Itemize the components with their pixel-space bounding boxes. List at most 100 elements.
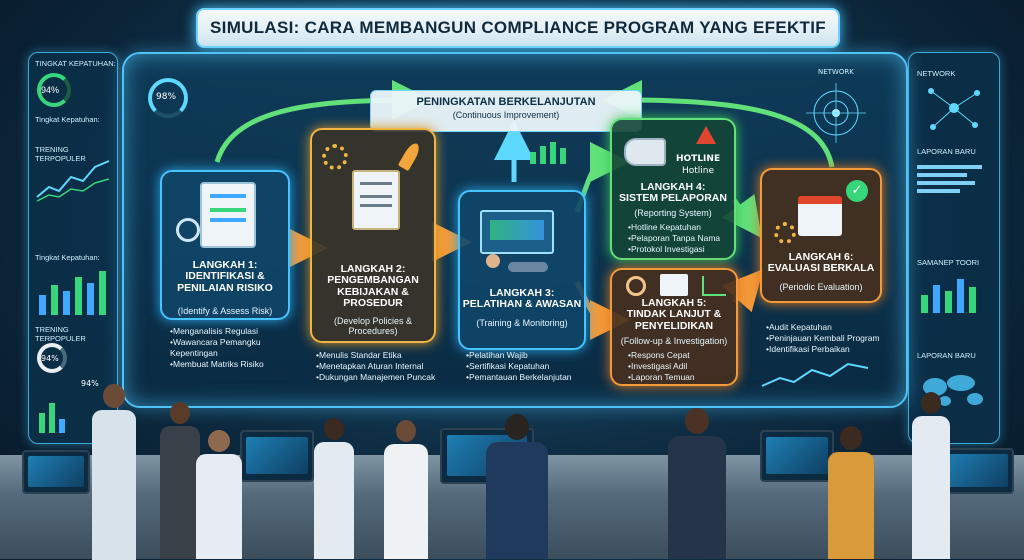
step-2-card: LANGKAH 2: PENGEMBANGAN KEBIJAKAN & PROS… [310, 128, 436, 343]
compliance-gauge-value: 94% [41, 85, 60, 95]
step-3-bullet: Pemantauan Berkelanjutan [466, 372, 616, 383]
step-4-title: LANGKAH 4: SISTEM PELAPORAN [619, 181, 727, 205]
screen-trend-line [761, 362, 869, 387]
person-figure [828, 426, 874, 559]
step-4-card: HOTLINE Hotline LANGKAH 4: SISTEM PELAPO… [610, 118, 736, 260]
magnifier-icon [176, 218, 200, 242]
step-5-title: LANGKAH 5: TINDAK LANJUT & PENYELIDIKAN [626, 297, 722, 332]
person-figure [384, 420, 428, 559]
continuous-improvement-label: PENINGKATAN BERKELANJUTAN [416, 96, 596, 108]
step-1-card: LANGKAH 1: IDENTIFIKASI & PENILAIAN RISI… [160, 170, 290, 320]
step-5-bullet: Laporan Temuan [628, 372, 738, 383]
warning-icon [696, 126, 716, 144]
person-figure [160, 402, 200, 559]
step-2-bullets: Menulis Standar Etika Menetapkan Aturan … [316, 350, 466, 383]
step-1-sub: (Identify & Assess Risk) [177, 306, 273, 316]
step-6-bullets: Audit Kepatuhan Peninjauan Kembali Progr… [766, 322, 906, 355]
step-6-card: ✓ LANGKAH 6: EVALUASI BERKALA (Periodic … [760, 168, 882, 303]
risk-assessment-icon [200, 182, 256, 248]
desk-monitor [760, 430, 834, 482]
screen-gauge-value: 98% [156, 92, 177, 102]
desk-monitor [940, 448, 1014, 494]
continuous-improvement-sub: (Continuous Improvement) [452, 110, 560, 120]
world-map-icon [923, 375, 983, 406]
compliance-rate-sublabel: Tingkat Kepatuhan: [35, 115, 100, 124]
step-1-bullet: Membuat Matriks Risiko [170, 359, 310, 370]
step-5-bullet: Respons Cepat [628, 350, 738, 361]
step-3-card: LANGKAH 3: PELATIHAN & AWASAN (Training … [458, 190, 586, 350]
desk-monitor [240, 430, 314, 482]
step-5-card: LANGKAH 5: TINDAK LANJUT & PENYELIDIKAN … [610, 268, 738, 386]
step-5-bullets: Respons Cepat Investigasi Adil Laporan T… [628, 350, 738, 383]
step-4-bullet: Protokol Investigasi [628, 244, 738, 255]
step-4-sub: (Reporting System) [634, 208, 712, 218]
popular-training-label-2: TRENING TERPOPULER [35, 325, 86, 343]
step-2-bullet: Dukungan Manajemen Puncak [316, 372, 466, 383]
step-1-title: LANGKAH 1: IDENTIFIKASI & PENILAIAN RISI… [177, 259, 273, 294]
whistle-icon [624, 138, 666, 166]
left-dashboard-panel: TINGKAT KEPATUHAN: 94% Tingkat Kepatuhan… [28, 52, 118, 444]
screen-mini-bar-chart [530, 142, 566, 164]
gauge-2 [37, 343, 67, 373]
gauge-3-value: 94% [81, 379, 99, 388]
compliance-gauge [37, 73, 71, 107]
step-2-title: LANGKAH 2: PENGEMBANGAN KEBIJAKAN & PROS… [327, 263, 419, 309]
calendar-icon [798, 196, 842, 236]
training-screen-icon [480, 210, 554, 254]
audience-icon [508, 262, 548, 272]
step-6-bullet: Identifikasi Perbaikan [766, 344, 906, 355]
gear-icon [774, 222, 796, 244]
step-5-bullet: Investigasi Adil [628, 361, 738, 372]
step-4-bullets: Hotline Kepatuhan Pelaporan Tanpa Nama P… [628, 222, 738, 255]
bar-chart-3 [921, 279, 976, 313]
continuous-improvement-box: PENINGKATAN BERKELANJUTAN (Continuous Im… [370, 90, 642, 132]
step-3-bullets: Pelatihan Wajib Sertifikasi Kepatuhan Pe… [466, 350, 616, 383]
popular-training-label: TRENING TERPOPULER [35, 145, 86, 163]
magnifier-icon [626, 276, 646, 296]
hotline-label: HOTLINE [676, 154, 721, 164]
person-figure [92, 384, 136, 560]
samanep-label: SAMANEP TOORI [917, 258, 980, 267]
right-dashboard-panel: NETWORK LAPORAN BARU SAMANEP TOORI LAPOR… [908, 52, 1000, 444]
step-6-bullet: Audit Kepatuhan [766, 322, 906, 333]
step-4-bullet: Pelaporan Tanpa Nama [628, 233, 738, 244]
step-2-bullet: Menetapkan Aturan Internal [316, 361, 466, 372]
bar-chart-2 [39, 403, 65, 433]
step-1-bullets: Menganalisis Regulasi Wawancara Pemangku… [170, 326, 310, 370]
network-label: NETWORK [917, 69, 956, 78]
step-3-bullet: Pelatihan Wajib [466, 350, 616, 361]
step-6-sub: (Periodic Evaluation) [779, 282, 863, 292]
gear-icon [322, 144, 348, 170]
step-1-bullet: Wawancara Pemangku Kepentingan [170, 337, 310, 359]
hotline-sub: Hotline [682, 166, 715, 176]
trend-line-chart-1 [36, 160, 110, 202]
check-badge-icon: ✓ [846, 180, 868, 202]
step-3-bullet: Sertifikasi Kepatuhan [466, 361, 616, 372]
screen-network-icon [806, 83, 866, 143]
new-report-label: LAPORAN BARU [917, 147, 976, 156]
compliance-rate-label-2: Tingkat Kepatuhan: [35, 253, 100, 262]
screen-gauge [148, 78, 188, 118]
report-list [917, 161, 989, 197]
step-3-sub: (Training & Monitoring) [476, 318, 568, 328]
gauge-2-value: 94% [41, 354, 59, 363]
step-1-bullet: Menganalisis Regulasi [170, 326, 310, 337]
screen-network-label: NETWORK [818, 68, 854, 76]
step-2-bullet: Menulis Standar Etika [316, 350, 466, 361]
person-figure [486, 414, 548, 559]
person-figure [314, 418, 354, 559]
person-figure [912, 392, 950, 559]
step-6-title: LANGKAH 6: EVALUASI BERKALA [767, 251, 875, 275]
step-2-sub: (Develop Policies & Procedures) [333, 316, 413, 336]
desk-monitor [22, 450, 90, 494]
chart-icon [702, 276, 726, 296]
report-doc-icon [660, 274, 688, 296]
person-figure [668, 408, 726, 559]
trainer-icon [486, 254, 500, 268]
step-3-title: LANGKAH 3: PELATIHAN & AWASAN [462, 287, 582, 311]
bar-chart-1 [39, 271, 106, 315]
page-title: SIMULASI: CARA MEMBANGUN COMPLIANCE PROG… [196, 8, 840, 48]
step-5-sub: (Follow-up & Investigation) [620, 336, 728, 346]
compliance-rate-label: TINGKAT KEPATUHAN: [35, 59, 116, 68]
new-report-label-2: LAPORAN BARU [917, 351, 976, 360]
